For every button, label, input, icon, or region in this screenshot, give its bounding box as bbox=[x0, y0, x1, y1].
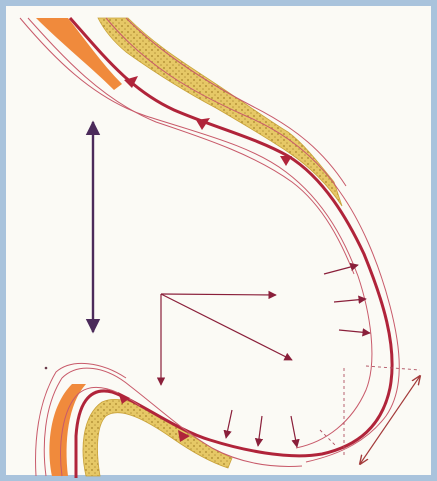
radial-arrows-bottom bbox=[226, 410, 297, 447]
upper-tissue-group bbox=[36, 18, 342, 206]
diagram-canvas bbox=[12, 12, 437, 481]
force-vector-arrows bbox=[161, 294, 292, 385]
yellow-dotted-layer bbox=[83, 399, 232, 476]
dashed-guide-lines bbox=[320, 366, 420, 458]
radial-arrows-right bbox=[324, 265, 370, 333]
small-dot-mark bbox=[45, 367, 48, 370]
orange-tissue-layer bbox=[49, 384, 86, 476]
